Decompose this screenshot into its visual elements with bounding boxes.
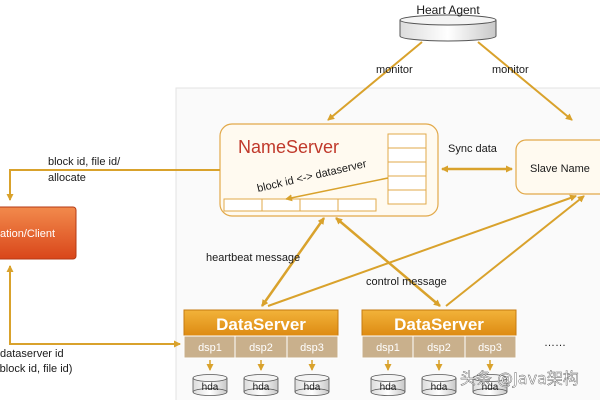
hda-disk: hda	[294, 374, 330, 396]
more-dataservers-ellipsis: ……	[544, 337, 566, 349]
watermark: 头条 @Java架构	[460, 369, 579, 388]
dsp-label: dsp2	[427, 342, 451, 354]
dataserver-1-label: DataServer	[216, 315, 306, 334]
nameserver-label: NameServer	[238, 137, 339, 157]
nameserver-node: NameServer block id <-> dataserver	[219, 123, 439, 217]
slave-nameserver-node: Slave Name	[515, 139, 600, 195]
client-label: ation/Client	[0, 228, 55, 240]
hda-label: hda	[380, 382, 397, 393]
dsp-label: dsp2	[249, 342, 273, 354]
dsp-label: dsp3	[300, 342, 324, 354]
dsp-cell	[286, 335, 339, 359]
dataserver-2: DataServer dsp1 dsp2 dsp3	[361, 309, 517, 371]
ds-id-label-line1: dataserver id	[0, 348, 64, 360]
heartbeat-label: heartbeat message	[206, 252, 300, 264]
monitor-label-left: monitor	[376, 64, 413, 76]
dsp-label: dsp3	[478, 342, 502, 354]
heartbeat-arrow-ds2	[335, 217, 441, 307]
block-map-arrow	[285, 177, 389, 202]
hda-label: hda	[482, 382, 499, 393]
control-arrow-ds2	[445, 195, 585, 307]
dsp-label: dsp1	[198, 342, 222, 354]
sync-label: Sync data	[448, 143, 498, 155]
monitor-arrow-slave	[477, 41, 573, 121]
hda-disk: hda	[243, 374, 279, 396]
monitor-arrow-nameserver	[327, 41, 423, 121]
dataserver-2-label: DataServer	[394, 315, 484, 334]
hda-label: hda	[304, 382, 321, 393]
slave-nameserver-label: Slave Name	[530, 163, 590, 175]
nameserver-block-table-row	[223, 198, 377, 212]
hda-disk: hda	[192, 374, 228, 396]
client-nameserver-connector	[6, 169, 220, 201]
hda-label: hda	[253, 382, 270, 393]
control-label: control message	[366, 276, 447, 288]
ds-id-label-line2: (block id, file id)	[0, 363, 72, 375]
nameserver-block-table-column	[387, 133, 427, 205]
block-file-label-line1: block id, file id/	[48, 156, 121, 168]
hda-disk: hda	[370, 374, 406, 396]
heartbeat-arrow-ds1	[260, 217, 326, 307]
hda-disk: hda	[421, 374, 457, 396]
dsp-label: dsp1	[376, 342, 400, 354]
block-file-label-line2: allocate	[48, 172, 86, 184]
control-arrow-ds1	[267, 194, 577, 307]
heart-agent-node: Heart Agent	[399, 3, 497, 42]
dataserver-1: DataServer dsp1 dsp2 dsp3	[183, 309, 339, 371]
heart-agent-label: Heart Agent	[416, 3, 480, 17]
client-dataserver-connector	[6, 265, 181, 348]
client-node: ation/Client	[0, 206, 77, 260]
dsp-cell	[464, 335, 517, 359]
hda-label: hda	[202, 382, 219, 393]
hda-disk: hda	[472, 374, 508, 396]
hda-label: hda	[431, 382, 448, 393]
monitor-label-right: monitor	[492, 64, 529, 76]
